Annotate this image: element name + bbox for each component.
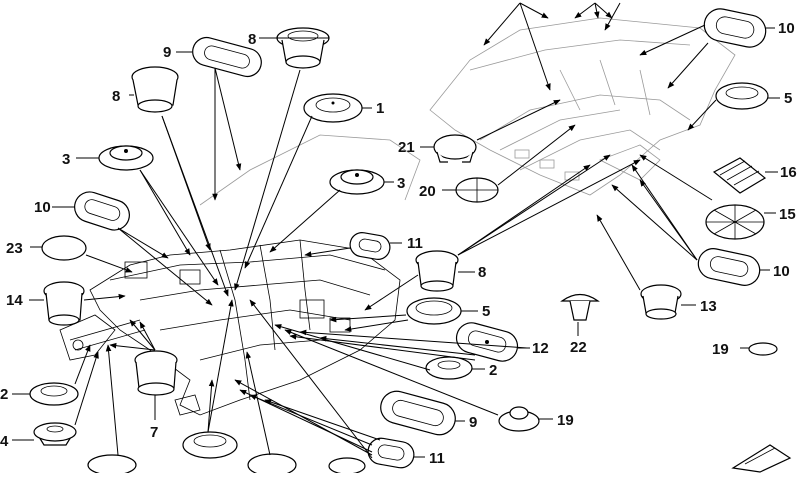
callout-13: 13 (700, 298, 717, 315)
callout-4: 4 (0, 433, 9, 450)
part-13-grommet (640, 284, 682, 320)
callout-10-c: 10 (773, 263, 790, 280)
part-23-disk (41, 235, 87, 261)
callout-17: 19 (557, 412, 574, 429)
callout-5-b: 5 (784, 90, 792, 107)
part-3-step-plug-a (98, 145, 154, 171)
callout-3-a: 3 (62, 151, 70, 168)
part-7-grommet (276, 27, 330, 69)
part-3-step-plug-b (329, 169, 385, 195)
callout-1: 1 (376, 100, 384, 117)
part-bottom-left-plug (87, 454, 137, 476)
callout-9-b: 9 (469, 414, 477, 431)
part-1-flat-plug (303, 93, 363, 123)
callout-21: 21 (398, 139, 415, 156)
car-body-outline (429, 17, 736, 196)
part-10-oval-plug-b (703, 8, 767, 48)
callout-19-text: 19 (712, 341, 729, 358)
callout-14: 14 (6, 292, 23, 309)
callout-23: 23 (6, 240, 23, 257)
leader-lines (12, 2, 780, 459)
part-5-plug-b (715, 82, 769, 110)
part-8-grommet-c (415, 250, 459, 292)
callout-8-c: 8 (478, 264, 486, 281)
part-15-cross-plug (705, 204, 765, 240)
part-17-grommet (498, 406, 540, 432)
callout-22: 22 (570, 339, 587, 356)
part-2-plug-a (29, 382, 79, 406)
part-bottom-plug-c (328, 457, 366, 475)
part-19-washer (748, 342, 778, 356)
callout-12: 12 (532, 340, 549, 357)
part-11-oval-plug-b (367, 437, 415, 469)
part-8-grommet-b (134, 350, 178, 396)
callout-9-a: 9 (163, 44, 171, 61)
part-10-oval-plug-c (697, 248, 761, 286)
callout-10-a: 10 (34, 199, 51, 216)
part-9-oval-plug-b (380, 390, 456, 436)
callout-labels: 8 9 8 1 3 3 10 23 11 8 14 5 12 2 2 7 9 1… (0, 20, 797, 467)
callout-8-a: 8 (112, 88, 120, 105)
part-20-cross-grommet (455, 177, 499, 203)
part-9-oval-plug (192, 36, 262, 78)
part-22-push-clip (560, 293, 600, 321)
part-5-plug-a (406, 297, 462, 325)
part-11-oval-plug-a (349, 232, 391, 260)
part-10-oval-plug-a (74, 191, 130, 231)
callout-2-b: 2 (489, 362, 497, 379)
part-21-clip (433, 134, 477, 163)
chassis-outline (59, 134, 421, 416)
part-bottom-plug-b (247, 453, 297, 477)
part-12-oval-plug (455, 322, 519, 362)
part-8-grommet-a (131, 66, 179, 113)
part-16-pad (712, 157, 767, 194)
corner-arrow-icon (731, 444, 792, 473)
callout-20: 20 (419, 183, 436, 200)
part-14-grommet (43, 281, 85, 326)
callout-11-b: 11 (429, 450, 445, 467)
callout-16: 16 (780, 164, 797, 181)
callout-3-b: 3 (397, 175, 405, 192)
part-2-plug-b (425, 356, 473, 380)
callout-7: 8 (248, 31, 256, 48)
part-4-plug (33, 422, 77, 446)
callout-11-a: 11 (407, 235, 423, 252)
callout-2-a: 2 (0, 386, 8, 403)
callout-10-b: 10 (778, 20, 795, 37)
callout-8-b: 7 (150, 424, 158, 441)
callout-5-a: 5 (482, 303, 490, 320)
callout-15: 15 (779, 206, 796, 223)
part-bottom-plug-a (182, 431, 238, 459)
